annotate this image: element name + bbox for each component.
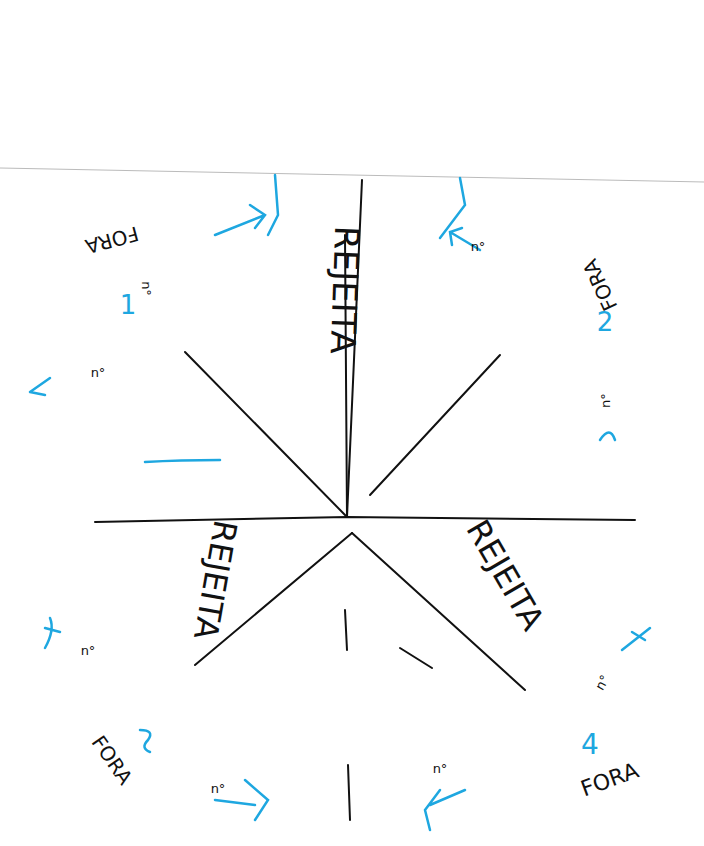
sketch-label: FORA xyxy=(83,223,140,256)
sketch-label: FORA xyxy=(578,760,641,801)
sketch-label: n° xyxy=(91,366,106,379)
sketch-label: n° xyxy=(81,644,96,657)
sketch-label: REJEITA xyxy=(189,518,241,642)
sketch-label: 2 xyxy=(597,309,614,335)
sketch-label: REJEITA xyxy=(461,515,549,635)
sketch-label: n° xyxy=(211,782,226,795)
sketch-label: n° xyxy=(140,281,153,296)
sketch-label: n° xyxy=(593,672,612,691)
sketch-label: REJEITA xyxy=(326,225,364,354)
sketch-label: FORA xyxy=(580,256,621,313)
sketch-label: FORA xyxy=(88,732,135,788)
sketch-label: n° xyxy=(599,393,612,408)
sketch-label: n° xyxy=(433,762,448,775)
sketch-label: 1 xyxy=(120,292,137,318)
sketch-label: 4 xyxy=(581,731,599,759)
sketch-label: n° xyxy=(471,240,486,253)
